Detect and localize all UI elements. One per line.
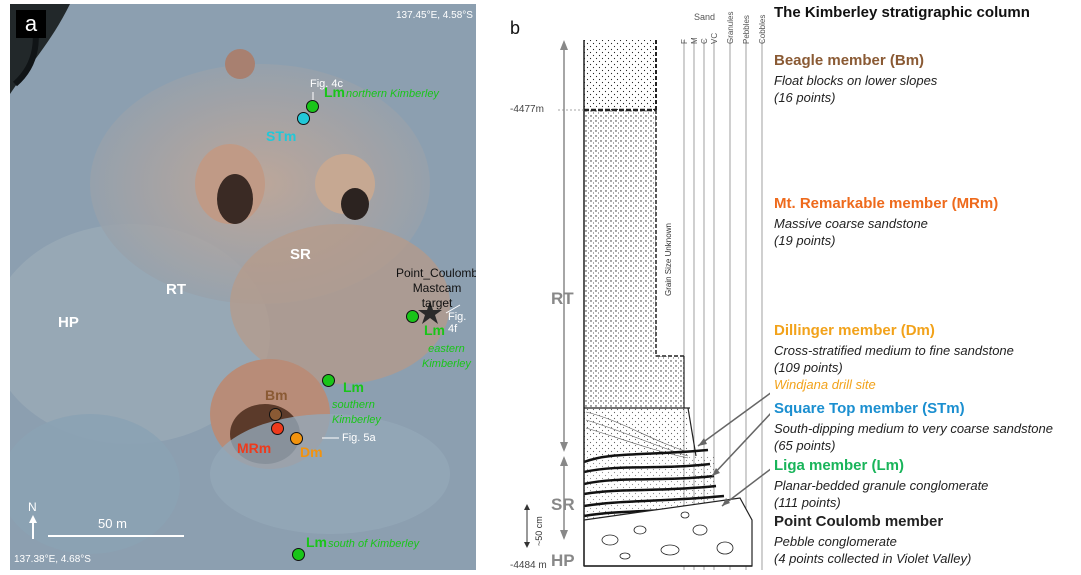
coord-bottom-left: 137.38°E, 4.68°S — [14, 554, 91, 565]
site-dot-bm — [269, 408, 282, 421]
scale-label: 50 m — [98, 516, 127, 531]
site-dot-stm — [297, 112, 310, 125]
site-place-lm-south-of-kimberley: south of Kimberley — [328, 538, 420, 550]
fig-ref-4c: Fig. 4c — [310, 78, 344, 90]
fig-ref-4f: Fig. 4f — [448, 311, 467, 335]
point-coulomb-star — [418, 301, 442, 324]
grain-size-unknown-label: Grain Size Unknown — [664, 223, 673, 296]
member-name-mt-remarkable: Mt. Remarkable member (MRm) — [774, 195, 999, 212]
point-coulomb-line1: Point_Coulomb — [396, 266, 476, 280]
member-desc-square-top-line1: South-dipping medium to very coarse sand… — [774, 421, 1053, 436]
windjana-drill-site: Windjana drill site — [774, 377, 876, 392]
site-place-lm-south-line2: Kimberley — [332, 414, 381, 426]
member-desc-dillinger-line2: (109 points) — [774, 360, 843, 375]
member-desc-beagle: Float blocks on lower slopes (16 points) — [774, 72, 937, 106]
member-desc-beagle-line1: Float blocks on lower slopes — [774, 73, 938, 88]
site-dot-lm-east — [406, 310, 419, 323]
elevation-top: -4477m — [510, 104, 544, 115]
member-desc-mt-remarkable-line2: (19 points) — [774, 233, 836, 248]
site-code-dm: Dm — [300, 444, 323, 460]
coord-top-right: 137.45°E, 4.58°S — [396, 10, 473, 21]
panel-letter-b: b — [510, 18, 521, 38]
site-place-lm-south: southern Kimberley — [332, 398, 381, 428]
grain-size-m: M — [690, 37, 699, 44]
grain-size-pebbles: Pebbles — [742, 15, 751, 44]
member-name-beagle: Beagle member (Bm) — [774, 52, 925, 69]
site-code-lm-east: Lm — [424, 322, 445, 338]
region-label-rt: RT — [166, 281, 186, 298]
site-dot-lm-north — [306, 100, 319, 113]
column-graphic — [524, 40, 770, 570]
site-place-lm-south-line1: southern — [332, 399, 375, 411]
member-desc-liga: Planar-bedded granule conglomerate (111 … — [774, 477, 988, 511]
site-dot-lm-south — [322, 374, 335, 387]
region-label-sr: SR — [290, 246, 311, 263]
unit-label-hp: HP — [551, 551, 575, 570]
member-desc-point-coulomb-line1: Pebble conglomerate — [774, 534, 897, 549]
site-code-mrm: MRm — [237, 440, 272, 456]
member-desc-liga-line1: Planar-bedded granule conglomerate — [774, 478, 989, 493]
site-code-lm-south: Lm — [343, 379, 364, 395]
site-dot-dm — [290, 432, 303, 445]
site-place-lm-east: eastern Kimberley — [422, 342, 471, 372]
north-label: N — [28, 500, 37, 514]
member-desc-square-top: South-dipping medium to very coarse sand… — [774, 420, 1053, 454]
terrain-image — [10, 4, 476, 570]
sand-header: Sand — [694, 12, 716, 22]
grain-size-vc: VC — [710, 32, 719, 44]
unit-label-rt: RT — [551, 289, 574, 308]
site-code-lm-north: Lm — [324, 84, 345, 100]
member-name-liga: Liga member (Lm) — [774, 457, 905, 474]
member-desc-liga-line2: (111 points) — [774, 495, 841, 510]
member-desc-point-coulomb-line2: (4 points collected in Violet Valley) — [774, 551, 972, 566]
site-place-lm-east-line2: Kimberley — [422, 358, 471, 370]
member-desc-point-coulomb: Pebble conglomerate (4 points collected … — [774, 533, 971, 567]
member-desc-beagle-line2: (16 points) — [774, 90, 836, 105]
member-name-dillinger: Dillinger member (Dm) — [774, 322, 935, 339]
member-name-square-top: Square Top member (STm) — [774, 400, 965, 417]
elevation-bottom: -4484 m — [510, 560, 547, 571]
member-desc-square-top-line2: (65 points) — [774, 438, 836, 453]
grain-size-cobbles: Cobbles — [758, 14, 767, 44]
member-desc-dillinger: Cross-stratified medium to fine sandston… — [774, 342, 1014, 393]
site-code-bm: Bm — [265, 387, 288, 403]
grain-size-f: F — [680, 39, 689, 44]
point-coulomb-line2: Mastcam target — [412, 281, 462, 310]
column-title: The Kimberley stratigraphic column — [774, 4, 1030, 21]
grain-size-c: C — [700, 38, 709, 44]
fig-ref-5a: Fig. 5a — [342, 432, 376, 444]
scale-bar-label: ~50 cm — [534, 516, 544, 546]
site-code-lm-south-of-kimberley: Lm — [306, 534, 327, 550]
panel-letter-a: a — [16, 10, 46, 38]
member-desc-mt-remarkable: Massive coarse sandstone (19 points) — [774, 215, 928, 249]
site-dot-mrm — [271, 422, 284, 435]
grain-size-granules: Granules — [726, 11, 735, 44]
member-desc-mt-remarkable-line1: Massive coarse sandstone — [774, 216, 928, 231]
site-code-stm: STm — [266, 128, 297, 144]
region-label-hp: HP — [58, 314, 79, 331]
stratigraphic-column-panel: b The Kimberley stratigraphic column — [490, 0, 1081, 575]
site-dot-lm-south-of-kimberley — [292, 548, 305, 561]
member-name-point-coulomb: Point Coulomb member — [774, 513, 944, 530]
member-desc-dillinger-line1: Cross-stratified medium to fine sandston… — [774, 343, 1014, 358]
map-panel: a 137.45°E, 4.58°S 137.38°E, 4.68°S HP R… — [10, 4, 476, 570]
site-place-lm-north: northern Kimberley — [346, 88, 439, 100]
unit-label-sr: SR — [551, 495, 575, 514]
point-coulomb-label: Point_Coulomb Mastcam target — [396, 266, 476, 311]
site-place-lm-east-line1: eastern — [428, 343, 465, 355]
